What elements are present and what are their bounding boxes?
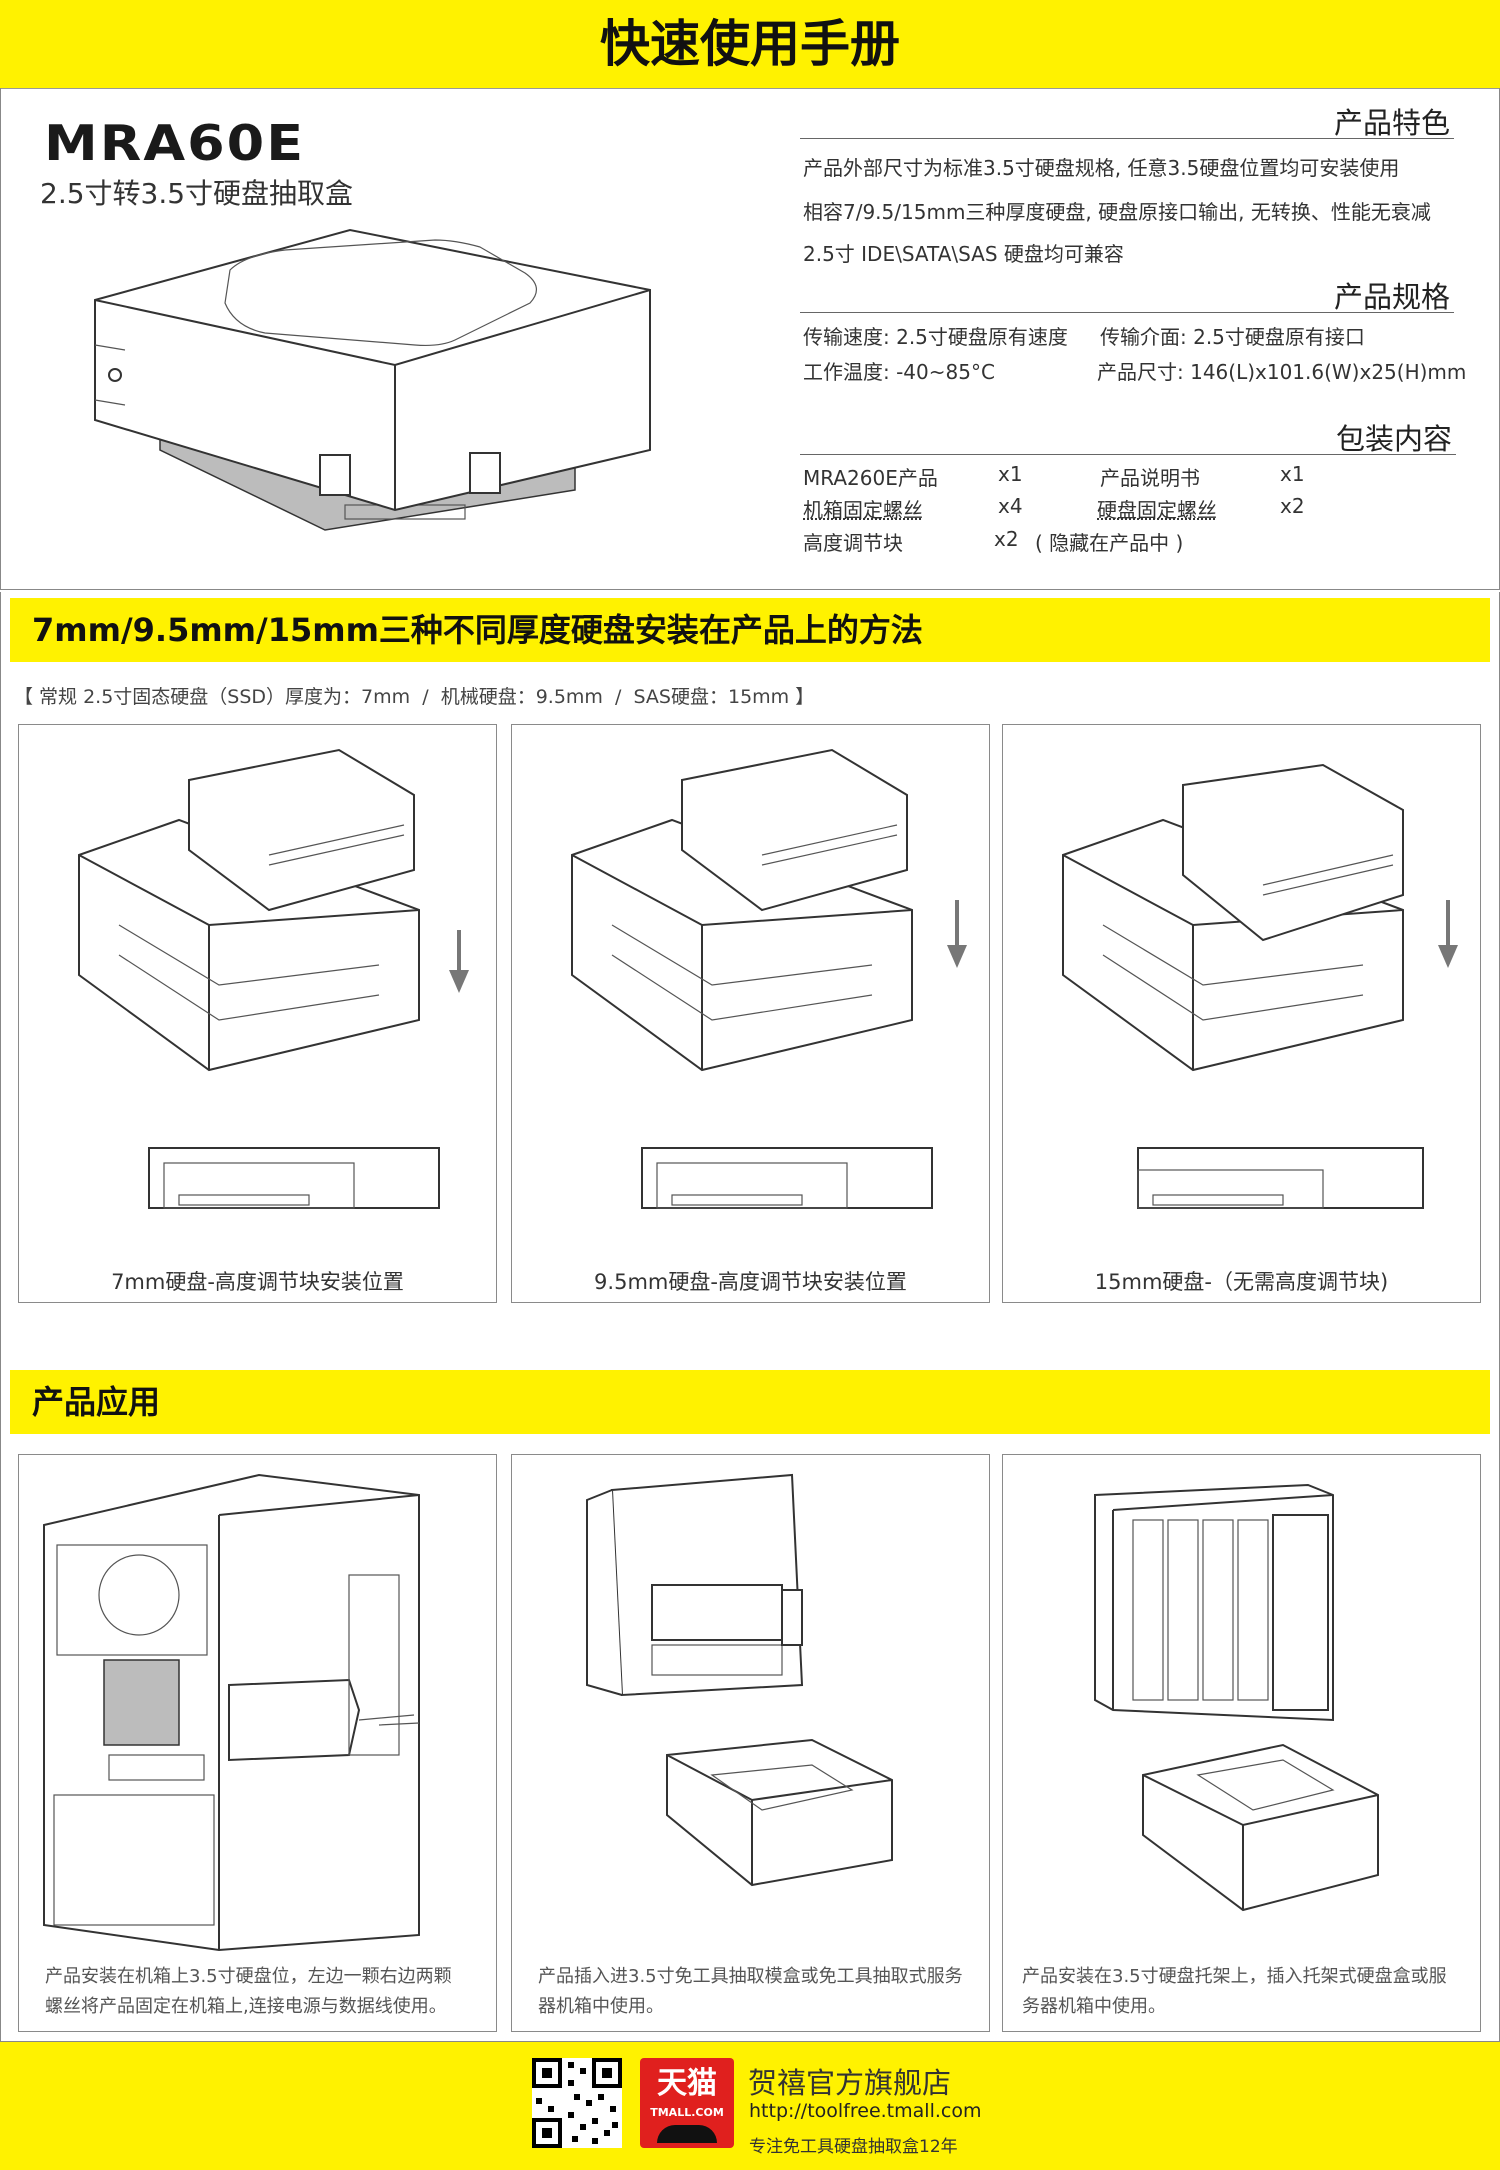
desc-line: 产品安装在机箱上3.5寸硬盘位，左边一颗右边两颗: [45, 1966, 452, 1987]
qr-code-icon[interactable]: [532, 2058, 622, 2148]
desc-line: 产品安装在3.5寸硬盘托架上，插入托架式硬盘盒或服: [1022, 1966, 1447, 1987]
tmall-cat-icon: [657, 2125, 717, 2143]
spec-interface: 传输介面: 2.5寸硬盘原有接口: [1100, 325, 1365, 349]
tmall-logo-sub: TMALL.COM: [650, 2106, 724, 2119]
spec-speed: 传输速度: 2.5寸硬盘原有速度: [803, 325, 1068, 349]
product-illustration: [85, 225, 665, 555]
install-caption-9-5mm: 9.5mm硬盘-高度调节块安装位置: [594, 1270, 907, 1294]
package-item-name: 机箱固定螺丝: [803, 498, 923, 522]
desc-line: 产品插入进3.5寸免工具抽取模盒或免工具抽取式服务: [538, 1966, 963, 1987]
spec-dimensions: 产品尺寸: 146(L)x101.6(W)x25(H)mm: [1097, 360, 1467, 384]
feature-line-1: 产品外部尺寸为标准3.5寸硬盘规格, 任意3.5硬盘位置均可安装使用: [803, 156, 1400, 180]
store-slogan: 专注免工具硬盘抽取盒12年: [749, 2137, 958, 2157]
package-item-qty: x1: [998, 462, 1023, 486]
tmall-logo-icon[interactable]: 天猫 TMALL.COM: [640, 2058, 734, 2148]
desc-line: 务器机箱中使用。: [1022, 1996, 1166, 2017]
package-item-qty: x2: [1280, 494, 1305, 518]
package-item-qty: x2: [994, 527, 1019, 551]
application-desc-enclosure: 产品安装在3.5寸硬盘托架上，插入托架式硬盘盒或服 务器机箱中使用。: [1022, 1962, 1472, 2022]
application-panel-mobile-rack: [511, 1454, 990, 2032]
store-name: 贺禧官方旗舰店: [748, 2066, 952, 2100]
desc-line: 螺丝将产品固定在机箱上,连接电源与数据线使用。: [45, 1996, 447, 2017]
install-panel-7mm: [18, 724, 497, 1303]
package-divider: [800, 454, 1456, 455]
tmall-logo-text: 天猫: [657, 2066, 717, 2101]
thickness-note: 【 常规 2.5寸固态硬盘（SSD）厚度为：7mm / 机械硬盘：9.5mm /…: [14, 686, 815, 708]
product-subtitle: 2.5寸转3.5寸硬盘抽取盒: [40, 177, 354, 210]
package-title: 包装内容: [1335, 422, 1452, 456]
install-caption-15mm: 15mm硬盘-（无需高度调节块): [1094, 1270, 1389, 1294]
install-caption-7mm: 7mm硬盘-高度调节块安装位置: [111, 1270, 404, 1294]
application-band: 产品应用: [10, 1370, 1490, 1434]
feature-line-3: 2.5寸 IDE\SATA\SAS 硬盘均可兼容: [803, 242, 1124, 266]
feature-line-2: 相容7/9.5/15mm三种厚度硬盘, 硬盘原接口输出, 无转换、性能无衰减: [803, 200, 1431, 224]
application-desc-mobile-rack: 产品插入进3.5寸免工具抽取模盒或免工具抽取式服务 器机箱中使用。: [538, 1962, 978, 2022]
header-bar: 快速使用手册: [0, 0, 1500, 89]
package-item-name: 硬盘固定螺丝: [1097, 498, 1217, 522]
footer-bar: [0, 2042, 1500, 2170]
features-title: 产品特色: [1333, 106, 1450, 140]
application-panel-pc-case: [18, 1454, 497, 2032]
package-item-name: 高度调节块: [803, 531, 903, 555]
install-panel-15mm: [1002, 724, 1481, 1303]
store-url-link[interactable]: http://toolfree.tmall.com: [749, 2100, 982, 2122]
package-item-qty: x4: [998, 494, 1023, 518]
application-panel-enclosure: [1002, 1454, 1481, 2032]
package-item-name: 产品说明书: [1100, 466, 1200, 490]
specs-divider: [800, 312, 1454, 313]
spec-temperature: 工作温度: -40~85°C: [803, 360, 995, 384]
package-note: ( 隐藏在产品中 ): [1035, 531, 1184, 555]
install-band: 7mm/9.5mm/15mm三种不同厚度硬盘安装在产品上的方法: [10, 598, 1490, 662]
package-item-qty: x1: [1280, 462, 1305, 486]
features-divider: [800, 138, 1454, 139]
product-logo: MRA60E: [44, 115, 306, 172]
package-item-name: MRA260E产品: [803, 466, 938, 490]
specs-title: 产品规格: [1333, 280, 1450, 314]
install-panel-9-5mm: [511, 724, 990, 1303]
application-desc-pc-case: 产品安装在机箱上3.5寸硬盘位，左边一颗右边两颗 螺丝将产品固定在机箱上,连接电…: [45, 1962, 485, 2022]
desc-line: 器机箱中使用。: [538, 1996, 664, 2017]
page-title: 快速使用手册: [600, 15, 900, 73]
